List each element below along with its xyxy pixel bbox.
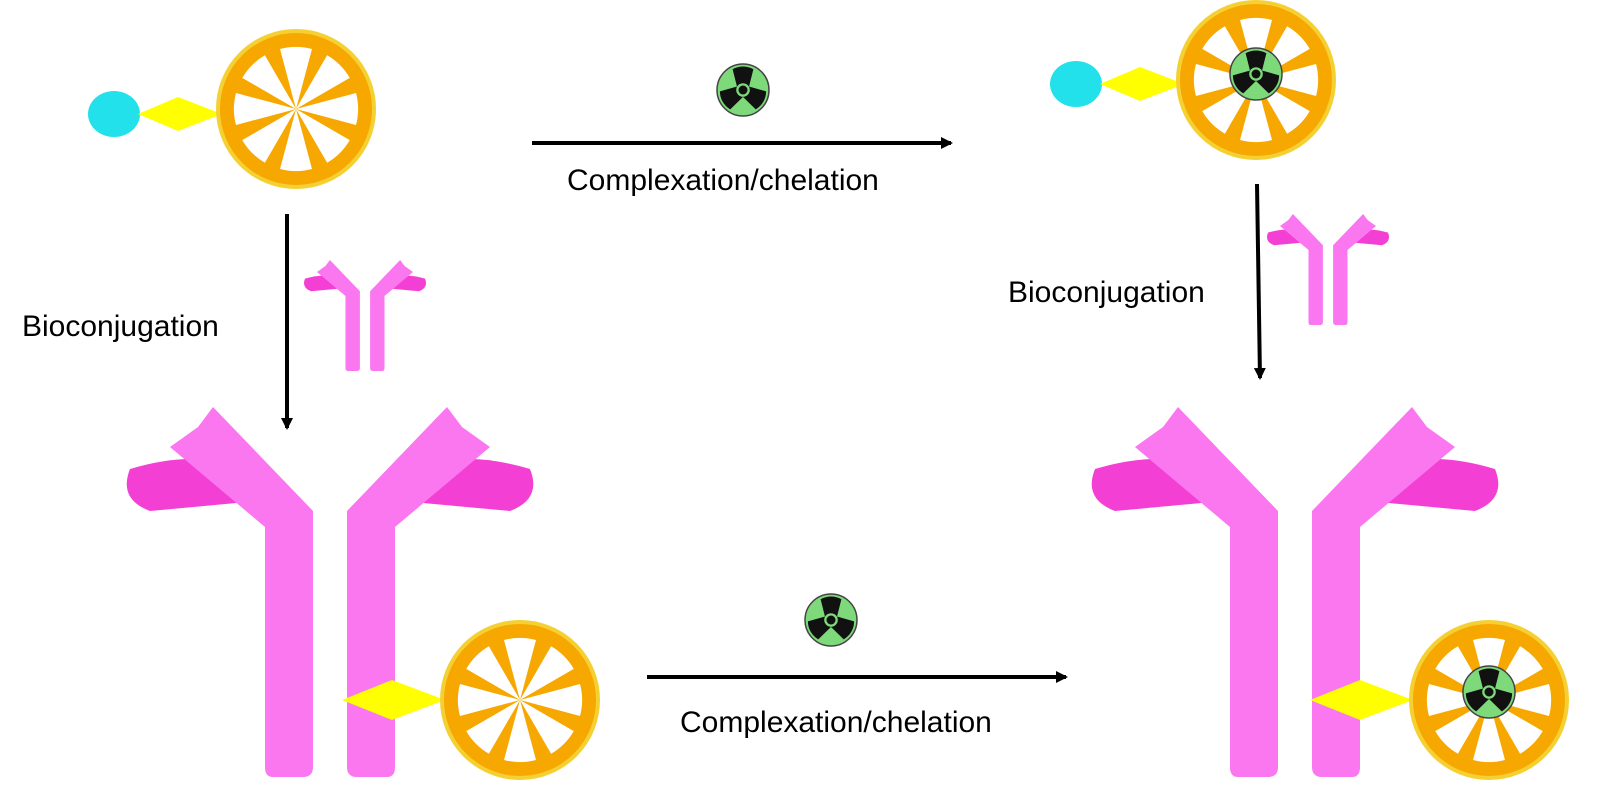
radionuclide-bottom [804, 593, 858, 647]
radionuclide-top [716, 63, 770, 117]
linker-diamond-icon [1310, 680, 1413, 720]
linker-diamond-icon [138, 97, 222, 131]
radiation-trefoil-icon [1462, 665, 1516, 719]
free-chelator-construct [88, 29, 376, 189]
chelator-ring-icon [216, 29, 376, 189]
label-right-bioconjugation: Bioconjugation [1008, 276, 1205, 309]
reactive-group-icon [88, 91, 140, 137]
linker-diamond-icon [342, 680, 445, 720]
label-top-complexation: Complexation/chelation [567, 164, 879, 197]
linker-diamond-icon [1100, 67, 1184, 101]
antibody-icon-small-right [1267, 214, 1389, 325]
antibody-conjugate [126, 407, 600, 780]
antibody-icon-small-left [304, 260, 426, 371]
radiation-trefoil-icon [1229, 47, 1283, 101]
arrow-right-bioconjugation [1253, 183, 1266, 380]
label-bottom-complexation: Complexation/chelation [680, 706, 992, 739]
radiolabeled-antibody-conjugate [1091, 407, 1569, 780]
radiolabeled-chelator-construct [1050, 0, 1336, 160]
chelator-ring-icon [440, 620, 600, 780]
reactive-group-icon [1050, 61, 1102, 107]
label-left-bioconjugation: Bioconjugation [22, 310, 219, 343]
